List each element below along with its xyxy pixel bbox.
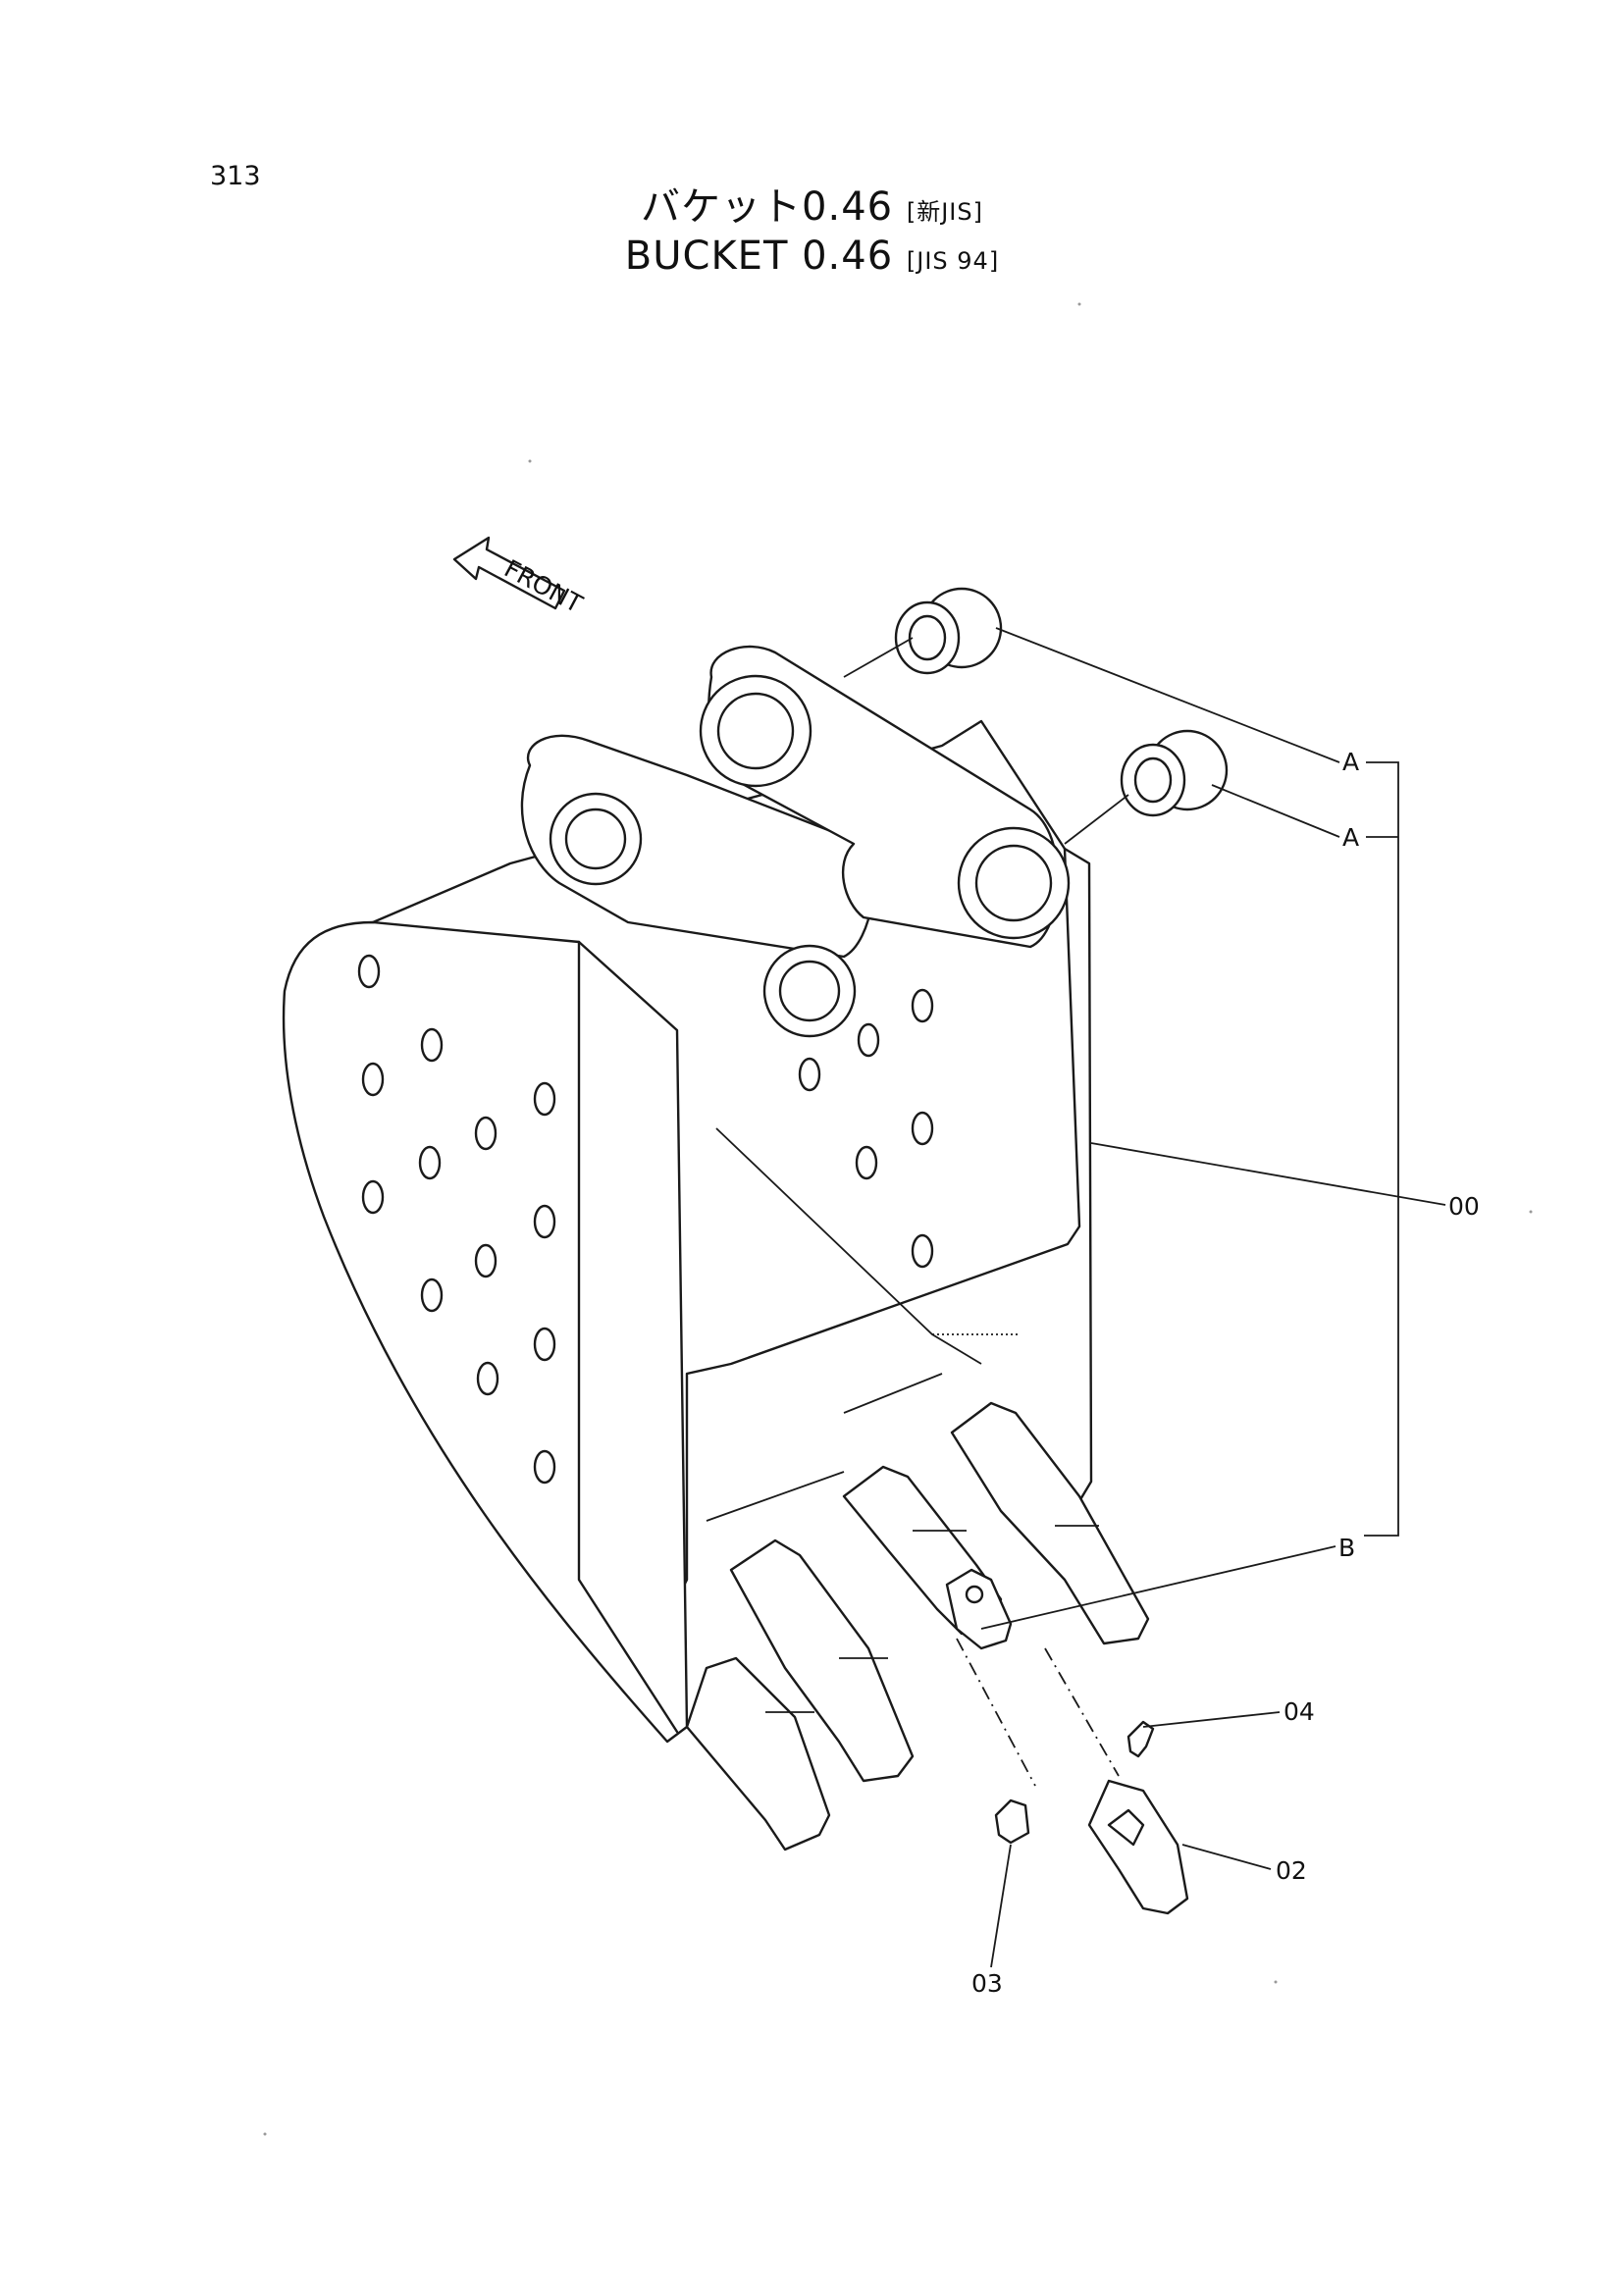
callout-03: 03 bbox=[971, 1969, 1003, 1998]
pin-boss-front-left bbox=[762, 944, 857, 1038]
tooth-4 bbox=[950, 1401, 1150, 1645]
leader-lines bbox=[843, 627, 1446, 1968]
callout-04: 04 bbox=[1283, 1697, 1315, 1726]
title-japanese: バケット0.46 [新JIS] bbox=[0, 175, 1624, 232]
pin-boss-rear-left bbox=[549, 792, 643, 886]
front-arrow: FRONT bbox=[452, 536, 588, 619]
callout-a-upper: A bbox=[1342, 748, 1359, 776]
title-japanese-main: バケット0.46 bbox=[641, 184, 894, 230]
lock-04 bbox=[1126, 1720, 1155, 1758]
tooth-1 bbox=[685, 1656, 831, 1851]
tooth-pin-assembly bbox=[945, 1568, 1013, 1650]
bucket-teeth bbox=[685, 1401, 1150, 1851]
bucket-brackets bbox=[520, 645, 1071, 1038]
callout-a-lower: A bbox=[1342, 823, 1359, 852]
side-plate-holes bbox=[357, 954, 934, 1485]
callout-02: 02 bbox=[1276, 1856, 1307, 1885]
title-english-standard: [JIS 94] bbox=[906, 247, 1000, 275]
title-english-main: BUCKET 0.46 bbox=[624, 234, 894, 279]
tooth-2 bbox=[729, 1538, 915, 1783]
callout-00: 00 bbox=[1448, 1192, 1480, 1221]
pin-boss-rear-top bbox=[699, 674, 812, 788]
bushing-lower bbox=[1120, 729, 1229, 817]
pin-03 bbox=[994, 1799, 1030, 1845]
bucket-body bbox=[282, 719, 1093, 1744]
title-english: BUCKET 0.46 [JIS 94] bbox=[0, 234, 1624, 279]
pin-boss-front-right bbox=[957, 826, 1071, 940]
bushing-upper bbox=[894, 587, 1003, 675]
page-number: 313 bbox=[210, 161, 261, 191]
replacement-tooth-02 bbox=[1087, 1779, 1189, 1915]
callout-b: B bbox=[1338, 1534, 1355, 1562]
title-japanese-standard: [新JIS] bbox=[906, 198, 983, 226]
